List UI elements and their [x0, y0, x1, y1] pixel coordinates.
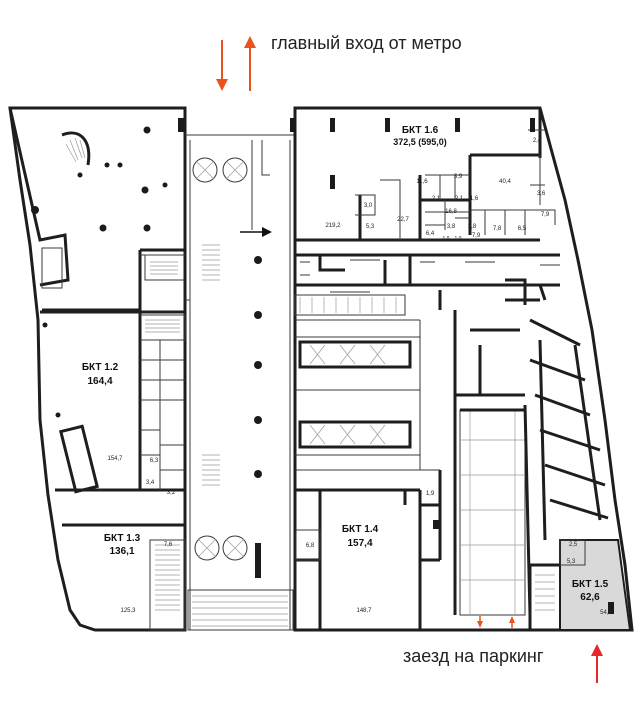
left-wall-detail: [55, 248, 185, 527]
column-block: [255, 543, 261, 578]
left-wall-detail: [8, 107, 185, 314]
unit-14-code: БКТ 1.4: [342, 524, 379, 535]
room-area-label: 6,3: [150, 458, 159, 464]
shaft-block: [294, 294, 406, 316]
room-area-label: 148,7: [356, 608, 372, 614]
metro-entry-arrows-icon: [216, 36, 256, 91]
room-area-label: 2,1: [432, 196, 441, 202]
room-area-label: 16,8: [445, 209, 457, 215]
left-core-box: [149, 539, 186, 631]
room-area-label: 22,7: [397, 217, 409, 223]
columns-atrium: [254, 256, 262, 478]
room-area-label: 5,3: [366, 224, 375, 230]
room-area-label: 7,6: [164, 542, 173, 548]
service-corridor: [295, 253, 560, 310]
spiral-stair: [65, 137, 86, 163]
room-area-label: 6,5: [518, 226, 527, 232]
unit-13-code: БКТ 1.3: [104, 533, 141, 544]
unit-16-area: 372,5 (595,0): [393, 137, 447, 147]
room-area-label: 3,8: [468, 224, 477, 230]
atrium-outline: [185, 134, 295, 630]
room-area-label: 1,6: [470, 196, 479, 202]
room-area-label: 2,1: [455, 196, 464, 202]
atrium-entry-stair: [192, 595, 288, 627]
fixture: [41, 247, 63, 289]
ramp-walls: [438, 310, 532, 616]
unit-16-rooms: [355, 129, 556, 240]
room-area-label: 3,9: [454, 174, 463, 180]
room-area-label: 1,9: [426, 491, 435, 497]
atrium-stair: [202, 244, 220, 281]
columns-left: [31, 126, 168, 418]
unit-15-core: [559, 539, 586, 566]
room-area-label: 7,9: [541, 212, 550, 218]
unit-16-rooms: [425, 217, 470, 226]
room-area-label: 2,4: [533, 138, 542, 144]
left-core: [140, 254, 186, 490]
stair: [535, 574, 555, 611]
unit-15-walls: [528, 563, 560, 630]
parking-bays: [529, 318, 609, 541]
room-area-label: 3,2: [167, 490, 176, 496]
unit-12-code: БКТ 1.2: [82, 362, 119, 373]
room-area-label: 3,8: [447, 224, 456, 230]
revolving-doors: [192, 157, 248, 561]
parking-entrance-caption: заезд на паркинг: [403, 646, 544, 666]
unit-15-code: БКТ 1.5: [572, 579, 609, 590]
parking-walls: [455, 298, 540, 397]
room-area-label: 125,3: [120, 608, 136, 614]
atrium-entry: [187, 589, 294, 631]
entry-arrow-icon: [240, 227, 272, 237]
room-area-label: 7,9: [472, 233, 481, 239]
column-block: [433, 520, 440, 529]
column-block: [608, 602, 614, 614]
unit-12-area: 164,4: [87, 376, 112, 387]
room-area-label: 6,8: [306, 543, 315, 549]
shaft-stair: [299, 297, 397, 313]
spiral-stair: [61, 131, 91, 166]
room-area-label: 3,6: [537, 191, 546, 197]
atrium-stair: [202, 454, 220, 486]
stair: [155, 544, 180, 611]
unit-14-area: 157,4: [347, 538, 372, 549]
parking-arrow-icon: [591, 644, 603, 683]
atrium-rail: [251, 140, 270, 230]
room-area-label: 6,4: [426, 231, 435, 237]
column-block: [59, 424, 99, 494]
ramp-arrows-icon: [477, 616, 515, 628]
room-area-label: 54,8: [600, 610, 612, 616]
elevator-block: [295, 319, 440, 471]
room-area-label: 11,6: [416, 179, 428, 185]
columns-unit-16: [178, 118, 535, 189]
unit-14-core: [295, 529, 321, 561]
unit-16-walls: [295, 108, 542, 242]
parking-ramp-lines: [460, 410, 525, 615]
unit-15-area: 62,6: [580, 592, 600, 603]
room-area-label: 3,4: [146, 480, 155, 486]
stair: [145, 261, 180, 333]
room-labels: 2,4 3,9 40,4 11,6 3,6 2,1 2,1 1,6 16,8 3…: [107, 138, 612, 616]
room-area-label: 2,5: [569, 542, 578, 548]
metro-entrance-caption: главный вход от метро: [271, 33, 462, 53]
unit-13-area: 136,1: [109, 546, 134, 557]
room-area-label: 1,0: [455, 236, 462, 242]
service-corridor: [300, 259, 560, 293]
room-area-label: 154,7: [107, 456, 123, 462]
unit-16-code: БКТ 1.6: [402, 125, 439, 136]
room-area-label: 40,4: [499, 179, 511, 185]
room-area-label: 219,2: [325, 223, 341, 229]
room-area-label: 1,0: [443, 236, 450, 242]
room-area-label: 3,0: [364, 203, 373, 209]
room-area-label: 5,3: [567, 559, 576, 565]
room-area-label: 7,8: [493, 226, 502, 232]
